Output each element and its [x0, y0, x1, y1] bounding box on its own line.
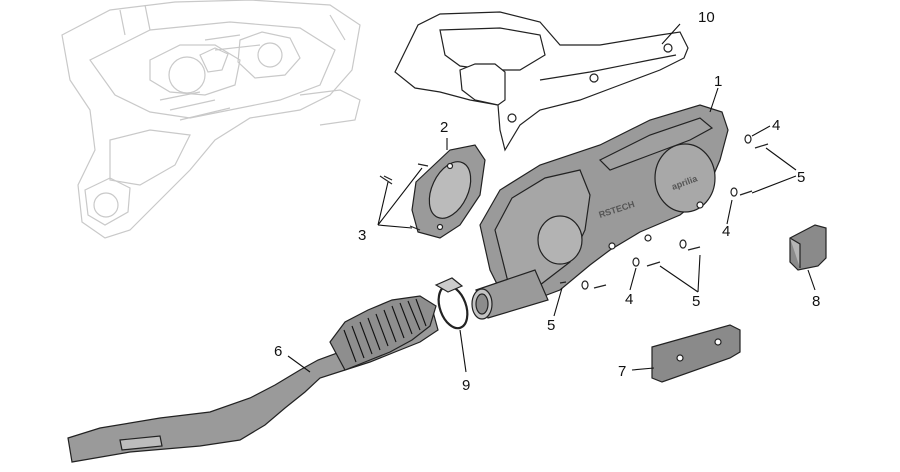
callout-3: 3 — [358, 227, 366, 244]
callout-2: 2 — [440, 119, 448, 136]
callout-4-middle: 4 — [722, 223, 730, 240]
leader-lines — [287, 23, 816, 373]
callout-6: 6 — [274, 343, 282, 360]
part-9-hose-clamp — [434, 277, 469, 330]
screws-4-5 — [559, 134, 769, 290]
part-2-plate — [411, 144, 486, 239]
engine-crankcase-ghost — [61, 0, 361, 239]
part-7-plate — [651, 324, 741, 383]
callout-5-right: 5 — [797, 169, 805, 186]
part-3-screws — [379, 163, 429, 231]
part-10-upper-cover — [394, 11, 689, 152]
callout-labels: 10 1 2 3 4 5 4 4 5 5 8 6 7 9 — [274, 9, 820, 394]
callout-9: 9 — [462, 377, 470, 394]
part-1-transmission-cover: RSTECH aprilia — [479, 104, 729, 306]
callout-1: 1 — [714, 73, 722, 90]
part-8-small-cover — [789, 224, 827, 271]
callout-5-bottom: 5 — [692, 293, 700, 310]
callout-8: 8 — [812, 293, 820, 310]
callout-4-top: 4 — [772, 117, 780, 134]
callout-5-left: 5 — [547, 317, 555, 334]
cover-air-intake — [471, 269, 549, 320]
callout-4-bottom: 4 — [625, 291, 633, 308]
callout-7: 7 — [618, 363, 626, 380]
callout-10: 10 — [698, 9, 715, 26]
part-6-intake-hose — [67, 295, 439, 463]
